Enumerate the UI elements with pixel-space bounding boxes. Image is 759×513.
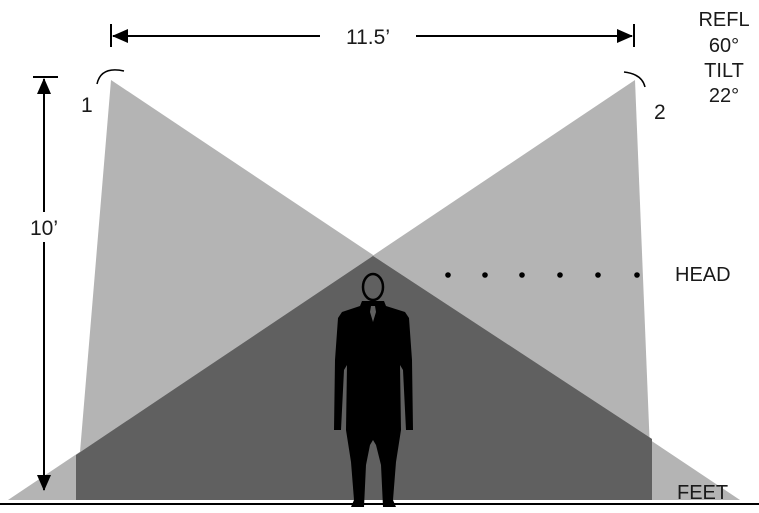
person-tie	[370, 306, 376, 322]
height-dimension	[33, 76, 58, 491]
width-label: 11.5’	[346, 26, 390, 49]
settings-refl-label: REFL	[698, 9, 749, 31]
settings-tilt-value: 22°	[709, 85, 739, 107]
width-dimension	[110, 24, 635, 47]
person-body	[334, 301, 413, 507]
fixture-1-icon	[96, 69, 125, 85]
settings-block: REFL 60° TILT 22°	[698, 9, 749, 107]
person-silhouette	[334, 272, 413, 507]
fixture-1-label: 1	[81, 94, 93, 117]
height-label-bg	[24, 212, 68, 242]
person-head	[361, 272, 385, 302]
head-level-dots	[445, 272, 640, 278]
feet-label: FEET	[677, 482, 728, 504]
head-label: HEAD	[675, 264, 731, 286]
height-label: 10’	[30, 217, 58, 240]
settings-refl-value: 60°	[709, 35, 739, 57]
fixture-2-label: 2	[654, 101, 666, 124]
settings-tilt-label: TILT	[704, 60, 744, 82]
fixture-2-icon	[623, 71, 646, 88]
